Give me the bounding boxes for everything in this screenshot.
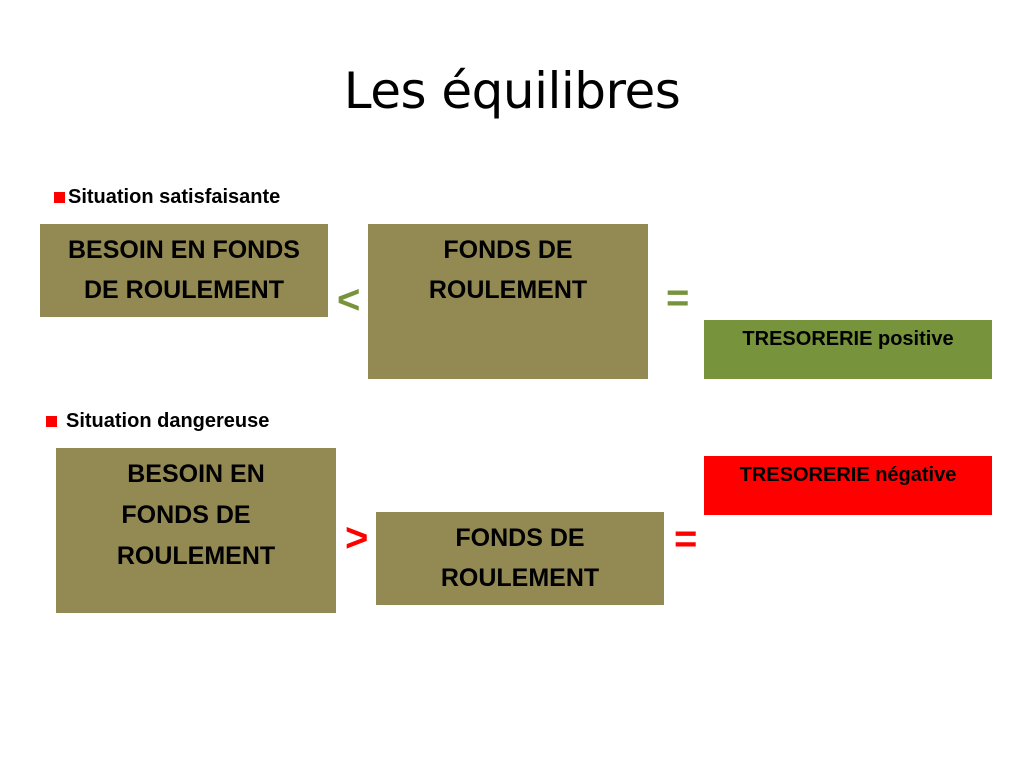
bfr-line: ROULEMENT xyxy=(116,542,276,570)
fr-line: ROULEMENT xyxy=(428,276,588,304)
fr-line: FONDS DE xyxy=(455,524,585,552)
bfr-line: BESOIN EN FONDS xyxy=(68,236,300,264)
fr-box-dangereuse: FONDS DE ROULEMENT xyxy=(376,512,664,605)
tresorerie-positive-box: TRESORERIE positive xyxy=(704,320,992,379)
bfr-box-satisfaisante: BESOIN EN FONDS DE ROULEMENT xyxy=(40,224,328,317)
fr-line: ROULEMENT xyxy=(440,564,600,592)
section-heading-label: Situation satisfaisante xyxy=(68,186,281,208)
section-satisfaisante-heading: Situation satisfaisante xyxy=(54,186,280,209)
fr-line: FONDS DE xyxy=(443,236,573,264)
less-than-operator: < xyxy=(337,278,361,322)
equals-operator-green: = xyxy=(666,276,690,320)
bfr-box-dangereuse: BESOIN EN FONDS DE ROULEMENT xyxy=(56,448,336,613)
slide-title: Les équilibres xyxy=(343,62,681,120)
bullet-square-icon xyxy=(46,416,57,427)
bfr-line: FONDS DE xyxy=(121,501,251,529)
fr-box-satisfaisante: FONDS DE ROULEMENT xyxy=(368,224,648,379)
greater-than-operator: > xyxy=(345,516,369,560)
section-dangereuse-heading: Situation dangereuse xyxy=(46,410,269,433)
bfr-line: BESOIN EN xyxy=(127,460,265,488)
tresorerie-negative-box: TRESORERIE négative xyxy=(704,456,992,515)
equals-operator-red: = xyxy=(674,517,698,561)
bfr-line: DE ROULEMENT xyxy=(84,276,284,304)
section-heading-label: Situation dangereuse xyxy=(66,410,270,432)
bullet-square-icon xyxy=(54,192,65,203)
